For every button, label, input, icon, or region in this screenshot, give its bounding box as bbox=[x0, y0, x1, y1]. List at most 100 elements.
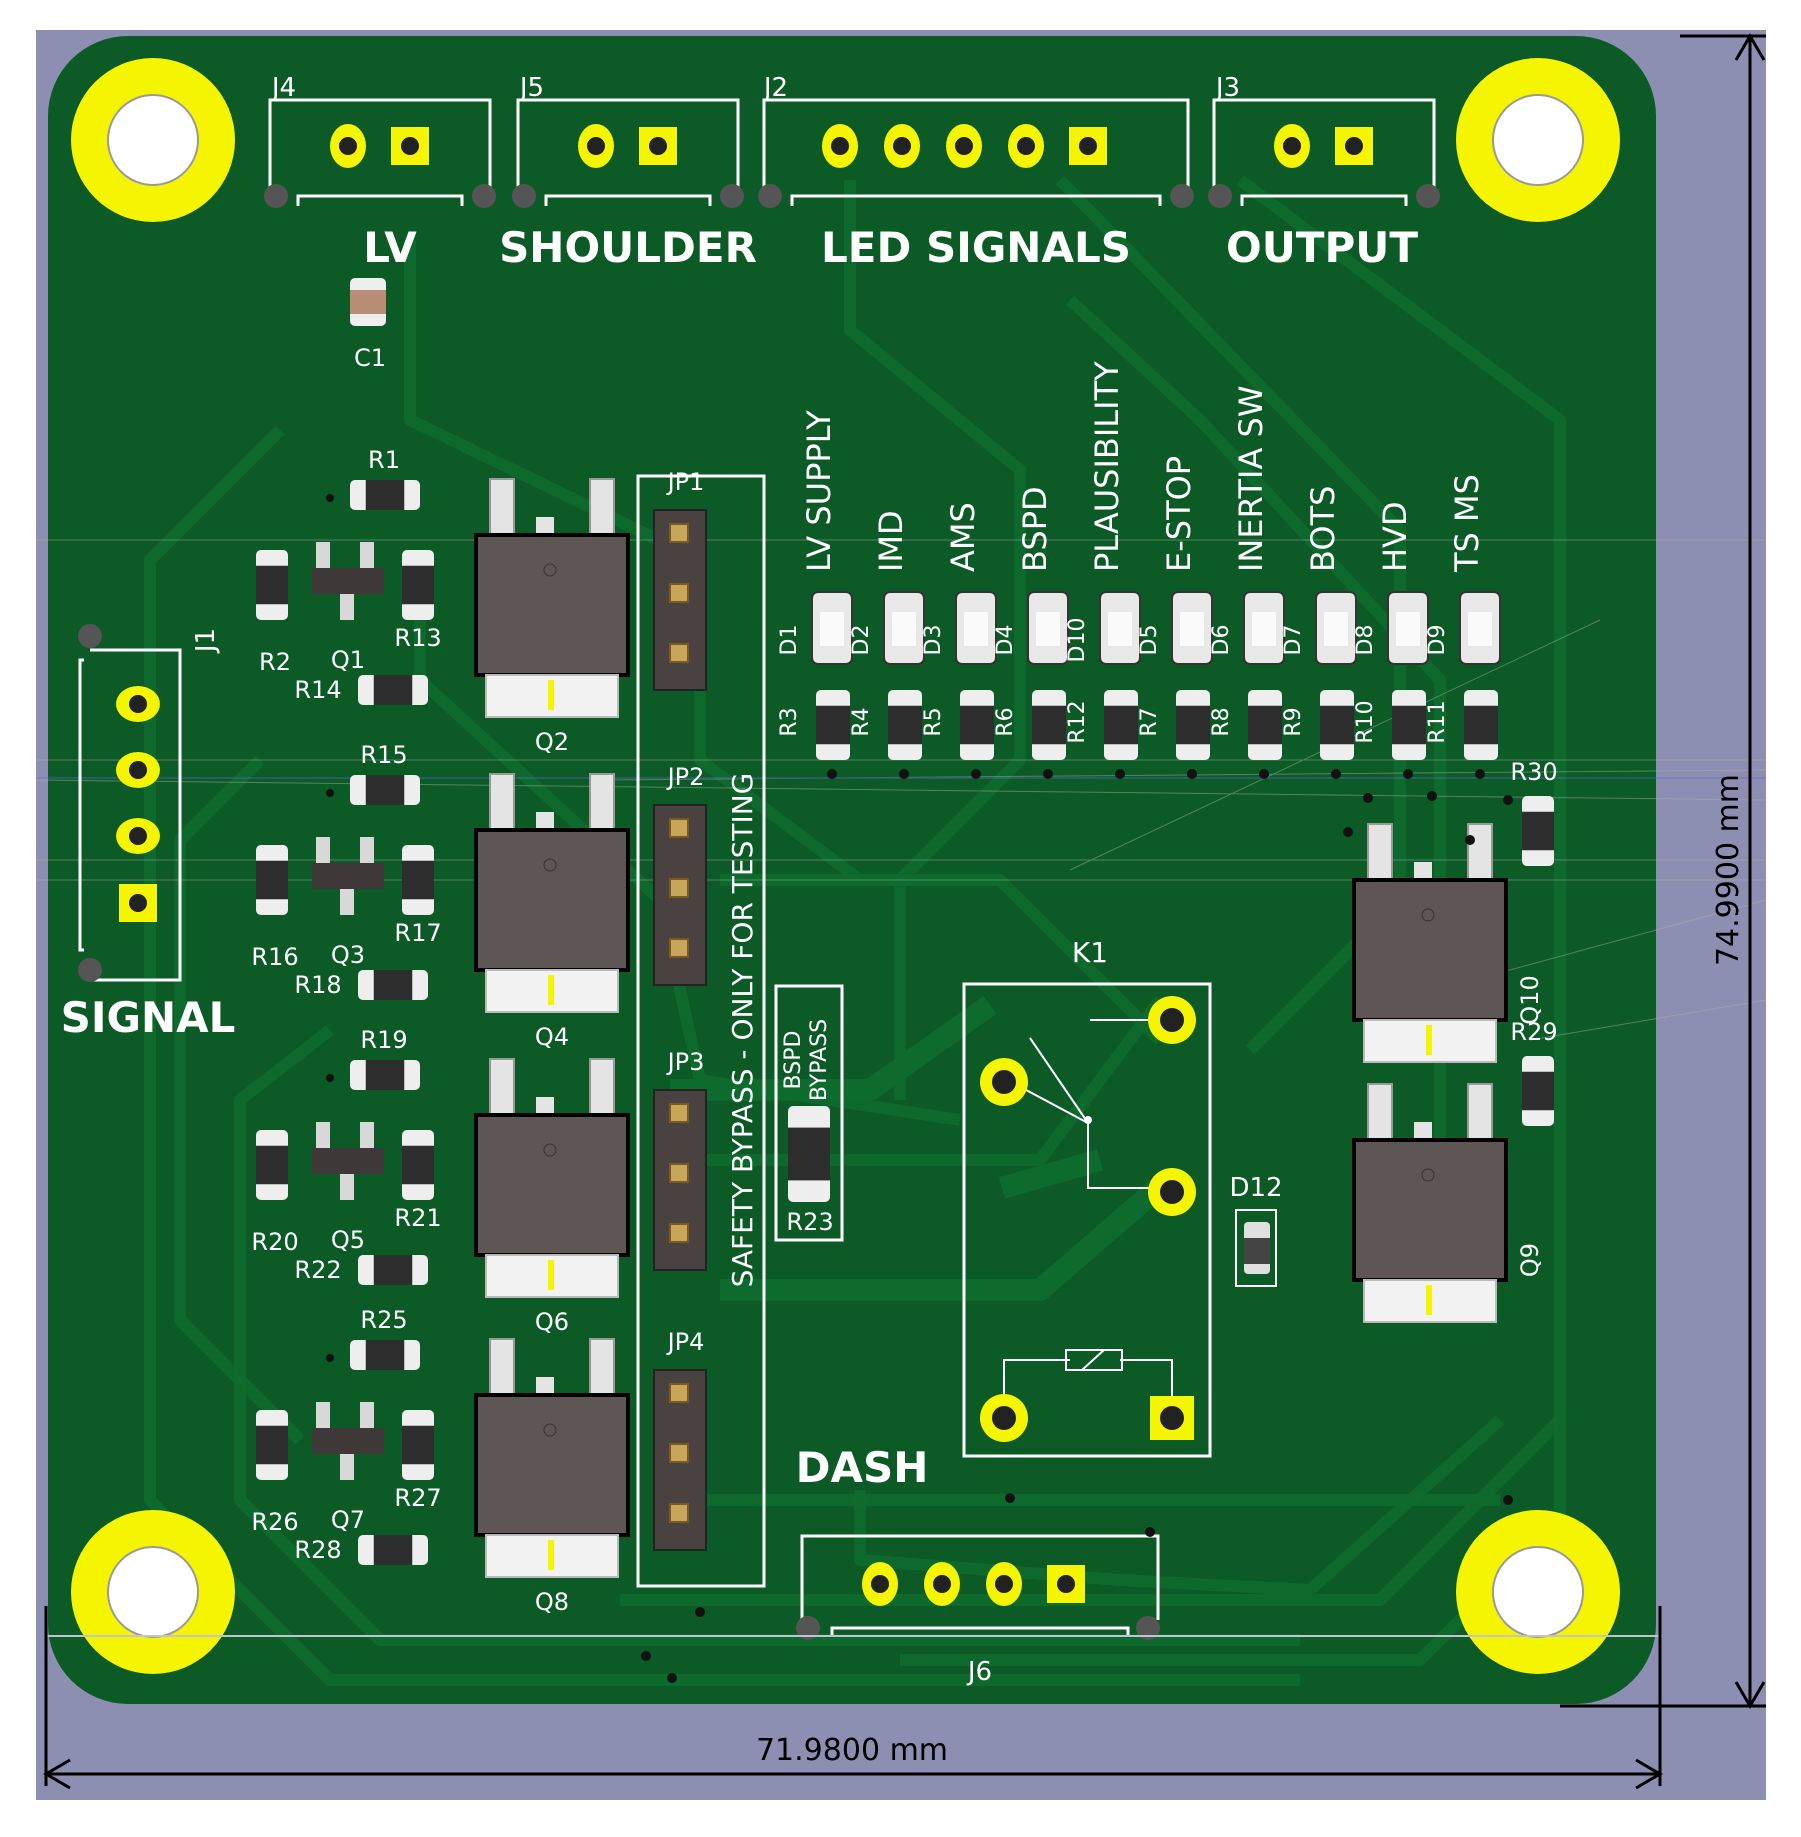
resistor-body bbox=[1032, 705, 1066, 745]
pad-hole bbox=[995, 1575, 1013, 1593]
component-ref: C1 bbox=[354, 344, 386, 372]
resistor bbox=[256, 550, 288, 620]
bypass-outline bbox=[636, 474, 766, 1588]
tab-mark bbox=[548, 680, 554, 710]
led bbox=[1315, 591, 1357, 665]
component-ref: D8 bbox=[1353, 625, 1378, 656]
component-ref: R1 bbox=[368, 446, 400, 474]
resistor bbox=[1176, 690, 1210, 760]
led-label: BOTS bbox=[1304, 486, 1342, 572]
component-ref: R15 bbox=[360, 741, 407, 769]
mounting-hole bbox=[1493, 1547, 1583, 1637]
tab-mark bbox=[1426, 1025, 1432, 1055]
connector-outline bbox=[90, 648, 182, 982]
ratsnest-line bbox=[599, 769, 1767, 781]
diode-outline bbox=[1235, 1209, 1277, 1287]
resistor bbox=[358, 675, 428, 705]
via bbox=[1363, 793, 1373, 803]
trace bbox=[844, 180, 1026, 1100]
mounting-hole bbox=[108, 1547, 198, 1637]
via bbox=[1427, 791, 1437, 801]
connector-ref: J5 bbox=[518, 73, 544, 103]
via bbox=[326, 494, 334, 502]
via bbox=[641, 1651, 651, 1661]
resistor-body bbox=[365, 480, 405, 510]
resistor-body bbox=[402, 860, 434, 900]
mount-peg bbox=[758, 184, 782, 208]
relay bbox=[962, 982, 1212, 1458]
resistor-body bbox=[402, 565, 434, 605]
resistor-body bbox=[365, 775, 405, 805]
resistor bbox=[350, 1060, 420, 1090]
component-ref: Q10 bbox=[1516, 975, 1544, 1024]
component-ref: R29 bbox=[1510, 1018, 1557, 1046]
tab-mark bbox=[548, 1540, 554, 1570]
relay-coil bbox=[1065, 1349, 1123, 1371]
component-ref: D6 bbox=[1209, 625, 1234, 656]
tab-mark bbox=[1426, 1285, 1432, 1315]
dimension-width: 71.9800 mm bbox=[756, 1733, 948, 1768]
dpak-transistor bbox=[1352, 1083, 1508, 1323]
via bbox=[1503, 1495, 1513, 1505]
mounting-hole bbox=[108, 95, 198, 185]
resistor-body bbox=[373, 1255, 413, 1285]
sot23-transistor bbox=[312, 542, 384, 620]
resistor bbox=[960, 690, 994, 760]
component-ref: R16 bbox=[251, 943, 298, 971]
resistor bbox=[402, 1130, 434, 1200]
resistor-body bbox=[402, 1425, 434, 1465]
resistor bbox=[256, 1130, 288, 1200]
pin bbox=[340, 1450, 354, 1480]
resistor-body bbox=[1104, 705, 1138, 745]
resistor-body bbox=[373, 1535, 413, 1565]
lead bbox=[489, 1338, 515, 1396]
via bbox=[1503, 795, 1513, 805]
lead bbox=[489, 478, 515, 536]
header-pin bbox=[669, 1503, 689, 1523]
connector-ref: J4 bbox=[270, 73, 296, 103]
transistor-body bbox=[474, 1113, 630, 1257]
led-lens bbox=[820, 612, 844, 646]
resistor bbox=[1104, 690, 1138, 760]
component-ref: R20 bbox=[251, 1228, 298, 1256]
component-ref: Q4 bbox=[535, 1023, 569, 1051]
resistor-body bbox=[402, 1145, 434, 1185]
resistor bbox=[350, 775, 420, 805]
led-label: E-STOP bbox=[1160, 456, 1198, 572]
component-ref: Q5 bbox=[331, 1226, 365, 1254]
bypass-label: SAFETY BYPASS - ONLY FOR TESTING bbox=[726, 773, 759, 1288]
led-label: PLAUSIBILITY bbox=[1088, 361, 1126, 572]
pad-hole bbox=[1345, 137, 1363, 155]
dpak-transistor bbox=[474, 1338, 630, 1578]
header-pin bbox=[669, 878, 689, 898]
resistor bbox=[1248, 690, 1282, 760]
via bbox=[899, 769, 909, 779]
pad-hole bbox=[401, 137, 419, 155]
component-ref: K1 bbox=[1072, 936, 1108, 969]
resistor-body bbox=[365, 1060, 405, 1090]
resistor bbox=[358, 1535, 428, 1565]
component-ref: R12 bbox=[1065, 700, 1090, 743]
component-ref: Q8 bbox=[535, 1588, 569, 1616]
pad-hole bbox=[339, 137, 357, 155]
lead bbox=[1467, 823, 1493, 881]
header-pin bbox=[669, 1223, 689, 1243]
resistor-body bbox=[256, 1425, 288, 1465]
bypass-label: BSPD bbox=[781, 1031, 806, 1090]
component-ref: R9 bbox=[1281, 707, 1306, 736]
via bbox=[1005, 1493, 1015, 1503]
led bbox=[1387, 591, 1429, 665]
component-ref: Q6 bbox=[535, 1308, 569, 1336]
mount-peg bbox=[78, 958, 102, 982]
pad-hole bbox=[1283, 137, 1301, 155]
mount-peg bbox=[78, 624, 102, 648]
component-ref: R26 bbox=[251, 1508, 298, 1536]
mounting-hole bbox=[1493, 95, 1583, 185]
component-ref: D10 bbox=[1065, 618, 1090, 663]
resistor-body bbox=[256, 565, 288, 605]
pad-hole bbox=[933, 1575, 951, 1593]
resistor bbox=[1522, 1056, 1554, 1126]
component-ref: Q9 bbox=[1516, 1243, 1544, 1277]
component-ref: Q1 bbox=[331, 646, 365, 674]
component-ref: R17 bbox=[394, 919, 441, 947]
